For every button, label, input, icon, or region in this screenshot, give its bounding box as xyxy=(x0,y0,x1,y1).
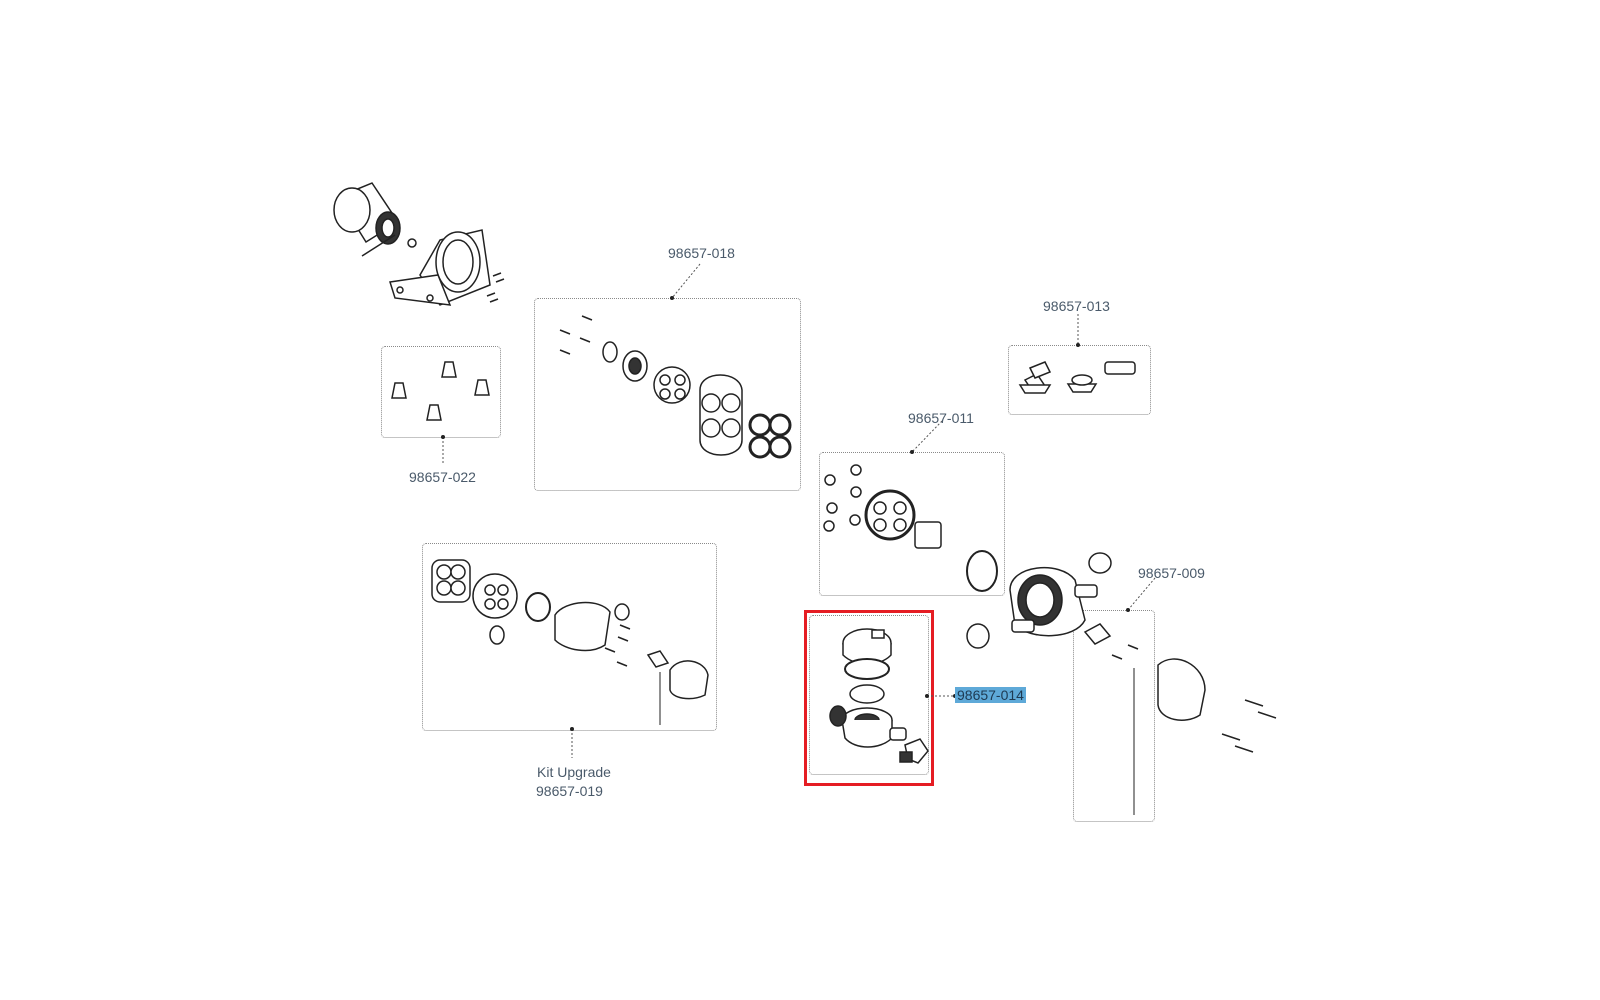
label-kit-019: 98657-019 xyxy=(536,783,603,799)
switch-parts xyxy=(1083,623,1277,815)
kit-box-019 xyxy=(422,543,717,731)
label-kit-019-title: Kit Upgrade xyxy=(537,764,611,780)
label-kit-009: 98657-009 xyxy=(1138,565,1205,581)
label-kit-022: 98657-022 xyxy=(409,469,476,485)
label-kit-013: 98657-013 xyxy=(1043,298,1110,314)
motor-assembly xyxy=(333,182,505,306)
kit-box-009 xyxy=(1073,610,1155,822)
port-fittings xyxy=(1018,361,1136,394)
kit-box-018 xyxy=(534,298,801,491)
label-kit-018: 98657-018 xyxy=(668,245,735,261)
selected-kit-highlight xyxy=(804,610,934,786)
rubber-feet xyxy=(391,361,490,421)
strainer-parts xyxy=(829,628,929,764)
upgrade-parts xyxy=(431,559,709,725)
valve-parts xyxy=(823,464,998,592)
leader-lines xyxy=(442,263,1156,758)
kit-box-022 xyxy=(381,346,501,438)
pump-head xyxy=(966,552,1112,649)
drive-parts xyxy=(559,315,792,459)
label-kit-011: 98657-011 xyxy=(908,410,974,426)
label-kit-014-selected[interactable]: 98657-014 xyxy=(955,687,1026,703)
